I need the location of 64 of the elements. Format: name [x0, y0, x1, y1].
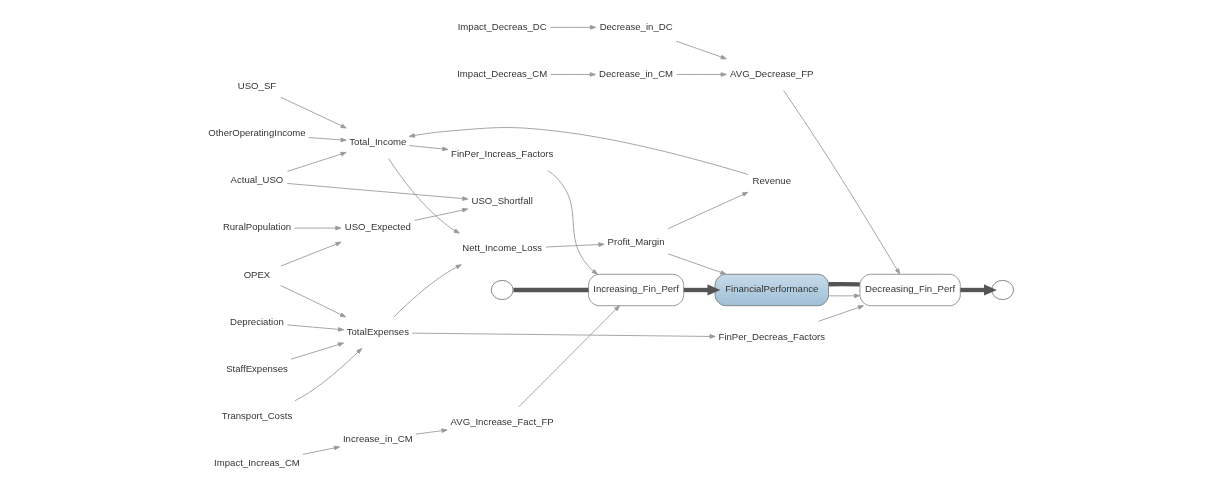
node-text: Decrease_in_DC [599, 20, 673, 32]
node-text: Increase_in_CM [342, 432, 413, 444]
node-text: FinPer_Increas_Factors [451, 148, 554, 160]
node-cloud [490, 279, 514, 301]
node-text: AVG_Increase_Fact_FP [450, 416, 554, 428]
arrow [308, 137, 347, 143]
node-text: Nett_Income_Loss [462, 242, 543, 254]
node-text: Impact_Decreas_CM [457, 67, 548, 79]
node-text: Decrease_in_CM [599, 67, 674, 79]
arrow [302, 445, 341, 455]
arrow [550, 72, 596, 77]
arrow [549, 25, 597, 30]
node-text: Profit_Margin [607, 236, 665, 248]
arrow [408, 127, 749, 175]
node-text: Revenue [752, 175, 791, 187]
arrow [286, 151, 347, 172]
arrow [294, 348, 363, 402]
node-text: OPEX [243, 268, 271, 280]
arrow [388, 158, 460, 234]
node-text: StaffExpenses [226, 362, 288, 374]
arrow [294, 225, 342, 231]
arrow [783, 89, 901, 275]
arrow [286, 183, 469, 201]
arrow [960, 284, 997, 296]
node-text: USO_SF [237, 80, 277, 92]
node-cloud [991, 279, 1014, 301]
node-text: Total_Income [349, 135, 407, 147]
arrow [518, 305, 620, 408]
arrow [676, 72, 727, 77]
node-text: Transport_Costs [221, 409, 293, 421]
node-text: Impact_Decreas_DC [457, 20, 547, 32]
arrow [545, 242, 605, 248]
arrow [286, 324, 345, 332]
arrow [667, 191, 749, 230]
node-text: Actual_USO [230, 174, 284, 186]
arrow [683, 284, 721, 296]
node-box: FinancialPerformance [714, 273, 829, 307]
node-text: OtherOperatingIncome [208, 127, 306, 139]
node-text: Impact_Increas_CM [214, 457, 300, 469]
arrow [411, 332, 716, 339]
arrow [676, 40, 727, 60]
node-text: USO_Expected [344, 221, 411, 233]
node-text: AVG_Decrease_FP [730, 67, 814, 79]
arrow [547, 170, 598, 275]
arrow [667, 253, 727, 275]
node-text: TotalExpenses [346, 326, 409, 338]
arrow [280, 241, 342, 267]
arrow [393, 264, 462, 318]
node-text: FinPer_Decreas_Factors [718, 330, 826, 342]
arrow [818, 305, 864, 322]
arrow [290, 342, 344, 360]
arrow [828, 293, 861, 299]
node-box: Increasing_Fin_Perf [588, 273, 685, 307]
arrow [408, 145, 449, 152]
connector [513, 287, 589, 293]
node-text: USO_Shortfall [471, 195, 533, 207]
node-text: RuralPopulation [222, 221, 292, 233]
node-box: Decreasing_Fin_Perf [859, 273, 961, 307]
arrow [280, 96, 347, 129]
arrow [414, 207, 469, 221]
connector [828, 281, 860, 287]
arrow [415, 428, 448, 435]
arrow [280, 285, 347, 318]
node-text: Depreciation [230, 315, 284, 327]
